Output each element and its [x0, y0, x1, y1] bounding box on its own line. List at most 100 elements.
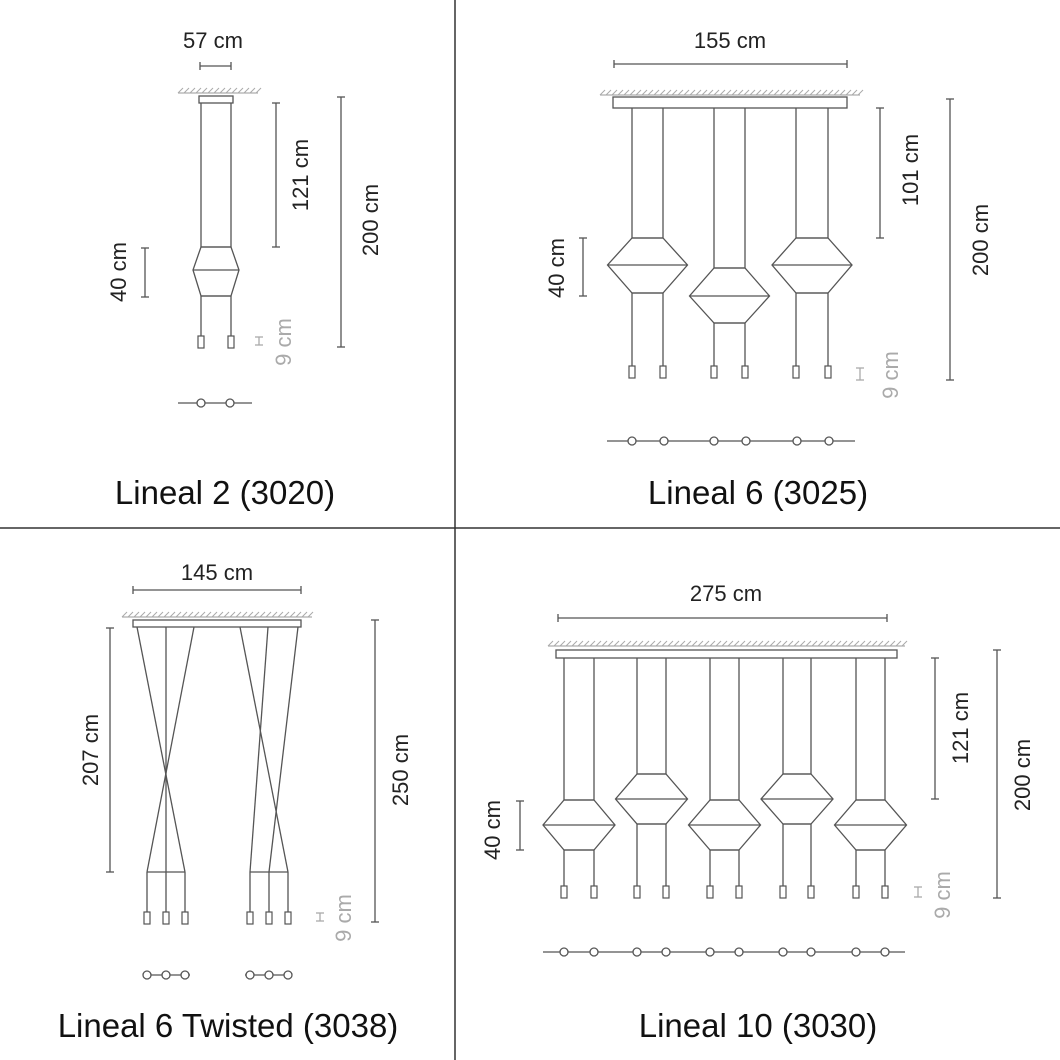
plug-height-label: 9 cm — [331, 894, 356, 942]
light-point — [264, 970, 274, 980]
plug-terminal — [181, 911, 189, 925]
ceiling-hatch — [677, 89, 684, 96]
width-label: 275 cm — [690, 581, 762, 606]
ceiling-hatch — [815, 89, 822, 96]
plug-terminal — [284, 911, 292, 925]
ceiling-hatch — [229, 611, 236, 618]
plug-height-label: 9 cm — [271, 318, 296, 366]
ceiling-hatch — [661, 640, 668, 647]
ceiling-hatch — [565, 640, 572, 647]
ceiling-hatch — [683, 89, 690, 96]
ceiling-hatch — [883, 640, 890, 647]
ceiling-hatch — [779, 89, 786, 96]
ceiling-hatch — [817, 640, 824, 647]
ceiling-hatch — [301, 611, 308, 618]
ceiling-hatch — [791, 89, 798, 96]
ceiling-hatch — [193, 611, 200, 618]
ceiling-hatch — [219, 87, 226, 94]
ceiling-hatch — [901, 640, 908, 647]
total-height-label: 200 cm — [1010, 739, 1035, 811]
ceiling-hatch — [237, 87, 244, 94]
product-caption: Lineal 10 (3030) — [639, 1007, 878, 1044]
ceiling-hatch — [255, 87, 262, 94]
light-point — [196, 398, 206, 408]
light-point — [824, 436, 834, 446]
ceiling-hatch — [231, 87, 238, 94]
ceiling-hatch — [835, 640, 842, 647]
ceiling-hatch — [847, 640, 854, 647]
ceiling-hatch — [625, 640, 632, 647]
width-label: 145 cm — [181, 560, 253, 585]
twisted-wire — [268, 626, 299, 873]
ceiling-hatch — [201, 87, 208, 94]
ceiling-hatch — [833, 89, 840, 96]
ceiling-hatch — [595, 640, 602, 647]
twisted-wire — [136, 626, 186, 873]
ceiling-hatch — [727, 640, 734, 647]
ceiling-hatch — [241, 611, 248, 618]
ceiling-hatch — [865, 640, 872, 647]
canopy — [132, 619, 302, 628]
ceiling-hatch — [701, 89, 708, 96]
plug-height-label: 9 cm — [930, 871, 955, 919]
light-point — [283, 970, 293, 980]
ceiling-hatch — [697, 640, 704, 647]
ceiling-hatch — [205, 611, 212, 618]
plug-terminal — [807, 885, 815, 899]
ceiling-hatch — [827, 89, 834, 96]
plug-terminal — [735, 885, 743, 899]
light-point — [559, 947, 569, 957]
ceiling-hatch — [773, 89, 780, 96]
light-point — [659, 436, 669, 446]
ceiling-hatch — [253, 611, 260, 618]
ceiling-hatch — [667, 640, 674, 647]
ceiling-hatch — [217, 611, 224, 618]
plug-terminal — [227, 335, 235, 349]
ceiling-hatch — [589, 640, 596, 647]
width-label: 57 cm — [183, 28, 243, 53]
ceiling-hatch — [841, 640, 848, 647]
ceiling-hatch — [707, 89, 714, 96]
ceiling-hatch — [775, 640, 782, 647]
ceiling-hatch — [559, 640, 566, 647]
light-point — [705, 947, 715, 957]
ceiling-hatch — [839, 89, 846, 96]
ceiling-hatch — [249, 87, 256, 94]
plug-terminal — [710, 365, 718, 379]
canopy — [612, 96, 848, 109]
plug-terminal — [246, 911, 254, 925]
ceiling-hatch — [189, 87, 196, 94]
upper-length-label: 121 cm — [288, 139, 313, 211]
shade-height-label: 40 cm — [544, 238, 569, 298]
ceiling-hatch — [121, 611, 128, 618]
ceiling-hatch — [859, 640, 866, 647]
ceiling-hatch — [889, 640, 896, 647]
light-point — [627, 436, 637, 446]
light-point — [806, 947, 816, 957]
ceiling-hatch — [665, 89, 672, 96]
light-point — [632, 947, 642, 957]
plug-height-label: 9 cm — [878, 351, 903, 399]
ceiling-hatch — [857, 89, 864, 96]
ceiling-hatch — [553, 640, 560, 647]
light-point — [709, 436, 719, 446]
plug-terminal — [659, 365, 667, 379]
plug-terminal — [706, 885, 714, 899]
ceiling-hatch — [725, 89, 732, 96]
ceiling-hatch — [289, 611, 296, 618]
ceiling-hatch — [719, 89, 726, 96]
ceiling-hatch — [637, 640, 644, 647]
ceiling-hatch — [845, 89, 852, 96]
light-point — [661, 947, 671, 957]
light-point — [792, 436, 802, 446]
plug-terminal — [143, 911, 151, 925]
ceiling-hatch — [611, 89, 618, 96]
ceiling-hatch — [307, 611, 314, 618]
upper-length-label: 101 cm — [898, 134, 923, 206]
twisted-wire — [249, 626, 269, 873]
product-caption: Lineal 6 Twisted (3038) — [58, 1007, 399, 1044]
plug-terminal — [662, 885, 670, 899]
ceiling-hatch — [577, 640, 584, 647]
plug-terminal — [162, 911, 170, 925]
light-point — [778, 947, 788, 957]
